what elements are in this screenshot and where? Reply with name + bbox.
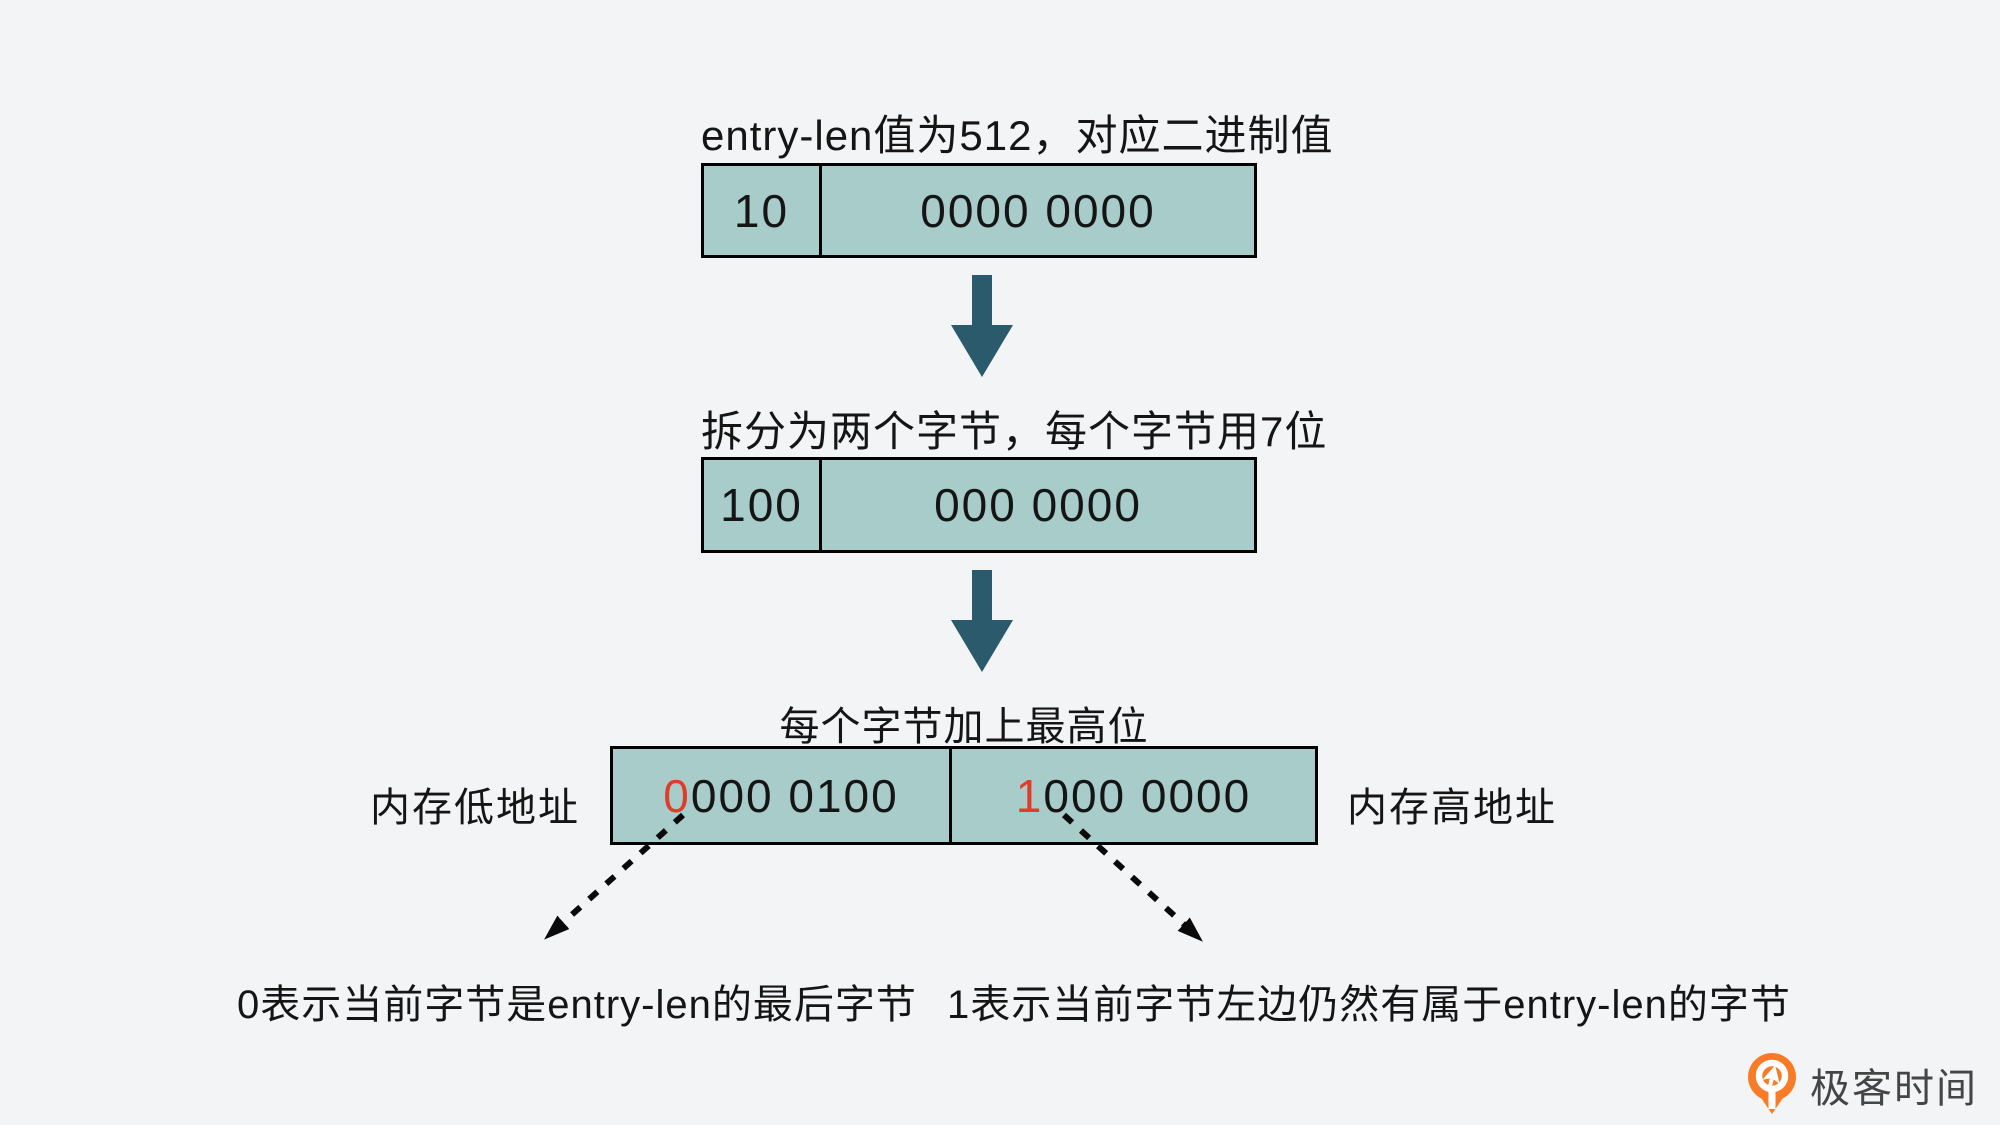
dashed-arrow-left-icon bbox=[515, 805, 710, 965]
brand-footer: 极客时间 bbox=[1746, 1052, 1978, 1118]
msb-flag-zero: 0 bbox=[663, 769, 691, 822]
step1-byte-box: 10 0000 0000 bbox=[701, 163, 1257, 258]
down-arrow-icon bbox=[951, 275, 1013, 382]
step1-title: entry-len值为512，对应二进制值 bbox=[701, 112, 1334, 159]
annotation-zero-meaning: 0表示当前字节是entry-len的最后字节 bbox=[237, 983, 917, 1027]
dashed-arrow-right-icon bbox=[1050, 805, 1245, 965]
memory-low-address-label: 内存低地址 bbox=[370, 786, 580, 830]
step2-byte-box: 100 000 0000 bbox=[701, 457, 1257, 553]
step2-title: 拆分为两个字节，每个字节用7位 bbox=[701, 408, 1328, 455]
step2-cell-high-bits: 100 bbox=[720, 479, 803, 531]
msb-flag-one: 1 bbox=[1015, 769, 1044, 822]
step2-cell-low-bits: 000 0000 bbox=[819, 460, 1254, 550]
step1-cell-low-bits: 0000 0000 bbox=[819, 166, 1254, 255]
down-arrow-icon bbox=[951, 570, 1013, 677]
memory-high-address-label: 内存高地址 bbox=[1347, 786, 1557, 830]
annotation-one-meaning: 1表示当前字节左边仍然有属于entry-len的字节 bbox=[947, 983, 1791, 1027]
geektime-logo-icon bbox=[1746, 1052, 1798, 1118]
brand-name: 极客时间 bbox=[1810, 1067, 1978, 1111]
byte1-bits: 000 0100 bbox=[690, 769, 899, 822]
step1-cell-high-bits: 10 bbox=[733, 184, 790, 237]
byte2-bits: 000 0000 bbox=[1043, 769, 1252, 822]
step3-title: 每个字节加上最高位 bbox=[779, 705, 1149, 749]
